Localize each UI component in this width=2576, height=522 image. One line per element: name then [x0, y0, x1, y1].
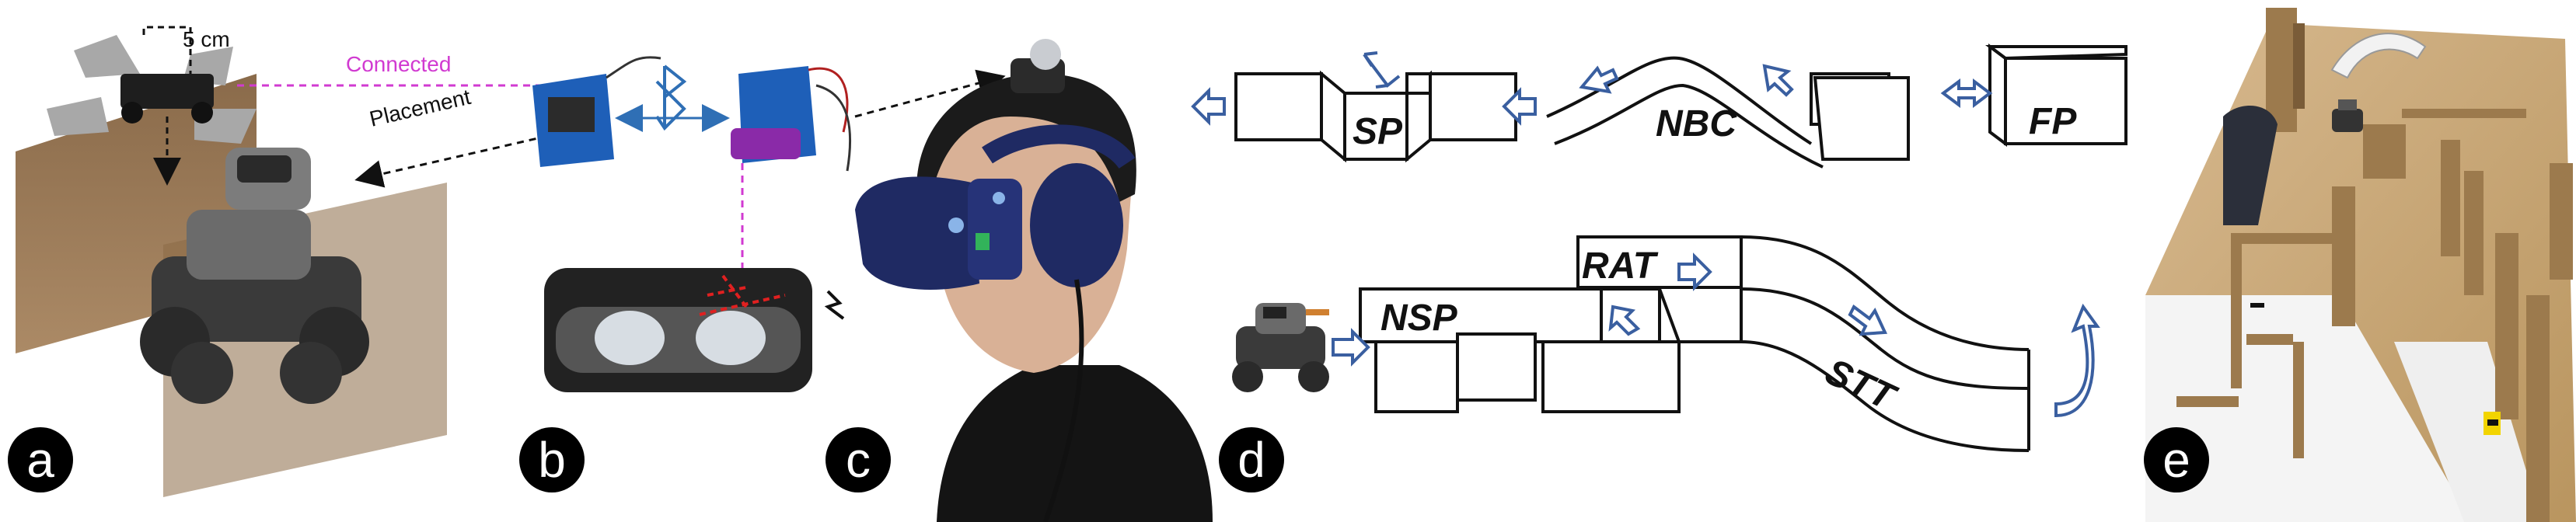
- panel-letter-c-badge: [826, 427, 891, 492]
- panel-d: SP NBC FP: [1191, 44, 2127, 492]
- dimension-label: 5 cm: [183, 27, 230, 51]
- label-rat: RAT: [1582, 245, 1659, 287]
- panel-letter-b: b: [538, 432, 566, 488]
- mini-robot-icon: [47, 35, 257, 144]
- panel-b: b: [519, 56, 1006, 492]
- placement-label: Placement: [367, 85, 473, 131]
- arena-robot-icon: [2332, 99, 2363, 132]
- panel-letter-d: d: [1237, 432, 1265, 488]
- person-with-vr-headset-photo: [855, 39, 1213, 522]
- microcontroller-board-left: [532, 56, 661, 167]
- arrow-stt: [1848, 304, 1888, 336]
- panel-letter-a: a: [26, 432, 54, 488]
- label-nbc: NBC: [1656, 103, 1737, 144]
- nbc-obstacle: [1546, 56, 1910, 169]
- arrow-rat-up: [1608, 304, 1641, 336]
- sp-obstacle: [1234, 70, 1517, 163]
- label-nsp: NSP: [1380, 298, 1458, 339]
- headset-interior-photo: [544, 268, 845, 392]
- panel-letter-e-badge: [2144, 427, 2209, 492]
- panel-letter-c: c: [846, 432, 871, 488]
- connected-label: Connected: [346, 52, 451, 76]
- arrow-end-uturn: [2054, 303, 2100, 418]
- arrow-right-sp: [1502, 87, 1537, 126]
- fp-obstacle: [1985, 44, 2127, 147]
- arena-walls: [2176, 8, 2573, 522]
- arrow-nbc-left: [1579, 65, 1619, 94]
- arrow-bidir-sp: [1363, 51, 1401, 89]
- dark-ramp: [2223, 106, 2278, 225]
- arrow-left-sp: [1191, 87, 1226, 126]
- label-fp: FP: [2029, 101, 2077, 142]
- panel-letter-d-badge: [1219, 427, 1284, 492]
- panel-a: 5 cm Connected Placement a: [8, 26, 552, 497]
- course-path: [1359, 235, 2030, 452]
- panel-letter-a-badge: [8, 427, 73, 492]
- arrow-nbc-up: [1762, 64, 1794, 97]
- panel-letter-b-badge: [519, 427, 585, 492]
- white-ramp: [2330, 33, 2427, 79]
- arrow-rat: [1677, 252, 1712, 291]
- label-stt: STT: [1819, 351, 1903, 419]
- arrow-bidir-fp: [1940, 78, 1993, 108]
- label-sp: SP: [1353, 111, 1403, 152]
- robomaster-robot-icon: [1232, 303, 1329, 392]
- arrow-start-course: [1332, 328, 1370, 367]
- robot-icon: [140, 148, 369, 404]
- panel-e: e: [2138, 0, 2576, 522]
- microcontroller-board-right: [731, 66, 852, 172]
- panel-c: c: [826, 39, 1213, 522]
- panel-letter-e: e: [2162, 432, 2190, 488]
